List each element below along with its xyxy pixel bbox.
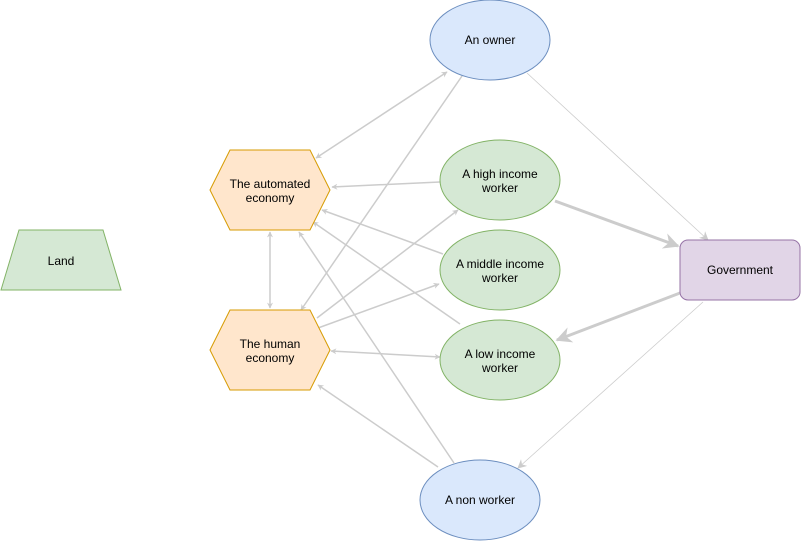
edge-human-middle xyxy=(317,283,440,329)
edge-owner-government xyxy=(526,72,709,241)
node-automated-economy[interactable]: The automated economy xyxy=(209,149,331,231)
node-low-label-line2: worker xyxy=(481,361,518,375)
node-land-label: Land xyxy=(48,254,75,268)
edge-government-nonworker xyxy=(517,301,704,469)
node-human-label-line1: The human xyxy=(240,337,301,351)
node-low-income-worker[interactable]: A low income worker xyxy=(439,319,561,401)
edge-owner-human xyxy=(300,75,463,311)
node-high-income-worker[interactable]: A high income worker xyxy=(439,139,561,221)
node-human-label-line2: economy xyxy=(246,351,295,365)
node-automated-label-line1: The automated xyxy=(230,177,311,191)
node-nonworker-label: A non worker xyxy=(445,493,515,507)
edge-nonworker-automated xyxy=(298,231,455,464)
node-middle-income-worker[interactable]: A middle income worker xyxy=(439,229,561,311)
edge-low-automated xyxy=(312,221,461,325)
node-non-worker[interactable]: A non worker xyxy=(419,459,541,541)
node-government[interactable]: Government xyxy=(679,239,801,301)
edge-high-government xyxy=(554,199,680,249)
node-owner[interactable]: An owner xyxy=(429,0,551,81)
node-government-label: Government xyxy=(707,263,774,277)
node-middle-label-line2: worker xyxy=(481,271,518,285)
edge-human-high xyxy=(316,209,459,319)
node-land[interactable]: Land xyxy=(0,229,122,291)
node-owner-label: An owner xyxy=(465,33,516,47)
edge-government-low xyxy=(555,291,681,343)
edge-owner-automated xyxy=(315,71,448,159)
node-low-label-line1: A low income xyxy=(465,347,536,361)
edge-high-automated xyxy=(331,181,441,190)
node-high-label-line2: worker xyxy=(481,181,518,195)
edge-nonworker-human xyxy=(317,384,439,468)
node-high-label-line1: A high income xyxy=(462,167,538,181)
node-middle-label-line1: A middle income xyxy=(456,257,544,271)
node-human-economy[interactable]: The human economy xyxy=(209,309,331,391)
node-automated-label-line2: economy xyxy=(246,191,295,205)
edge-middle-automated xyxy=(321,209,444,255)
edge-low-human xyxy=(330,348,441,360)
